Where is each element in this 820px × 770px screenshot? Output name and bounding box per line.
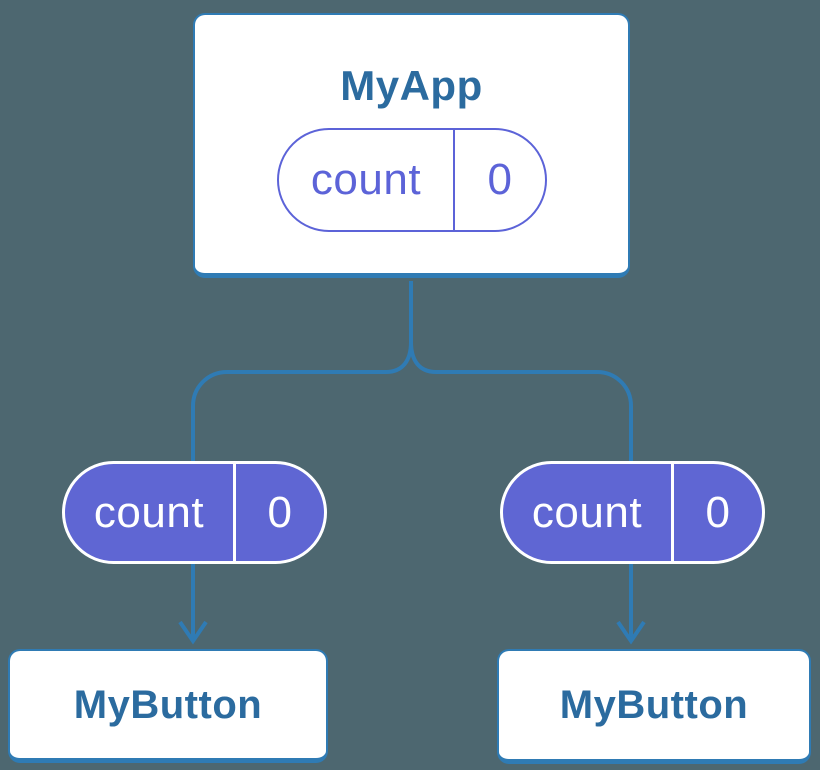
- fork-left-line: [191, 341, 413, 639]
- fork-right-line: [409, 341, 633, 639]
- prop-pill-left: count 0: [62, 461, 327, 564]
- arrow-down-icon: [616, 620, 646, 645]
- prop-value: 0: [233, 464, 324, 561]
- child-component-card-left: MyButton: [8, 649, 328, 763]
- child-component-card-right: MyButton: [497, 649, 811, 764]
- prop-label: count: [93, 487, 205, 537]
- prop-pill-right: count 0: [500, 461, 765, 564]
- state-label: count: [310, 155, 422, 204]
- state-pill: count 0: [277, 128, 547, 232]
- component-title: MyButton: [559, 683, 749, 727]
- component-title: MyButton: [73, 682, 263, 727]
- component-title: MyApp: [340, 62, 483, 109]
- arrow-down-icon: [178, 620, 208, 645]
- root-component-card: MyApp count 0: [193, 13, 630, 278]
- prop-label: count: [531, 487, 643, 537]
- state-value: 0: [453, 130, 545, 230]
- prop-value: 0: [671, 464, 762, 561]
